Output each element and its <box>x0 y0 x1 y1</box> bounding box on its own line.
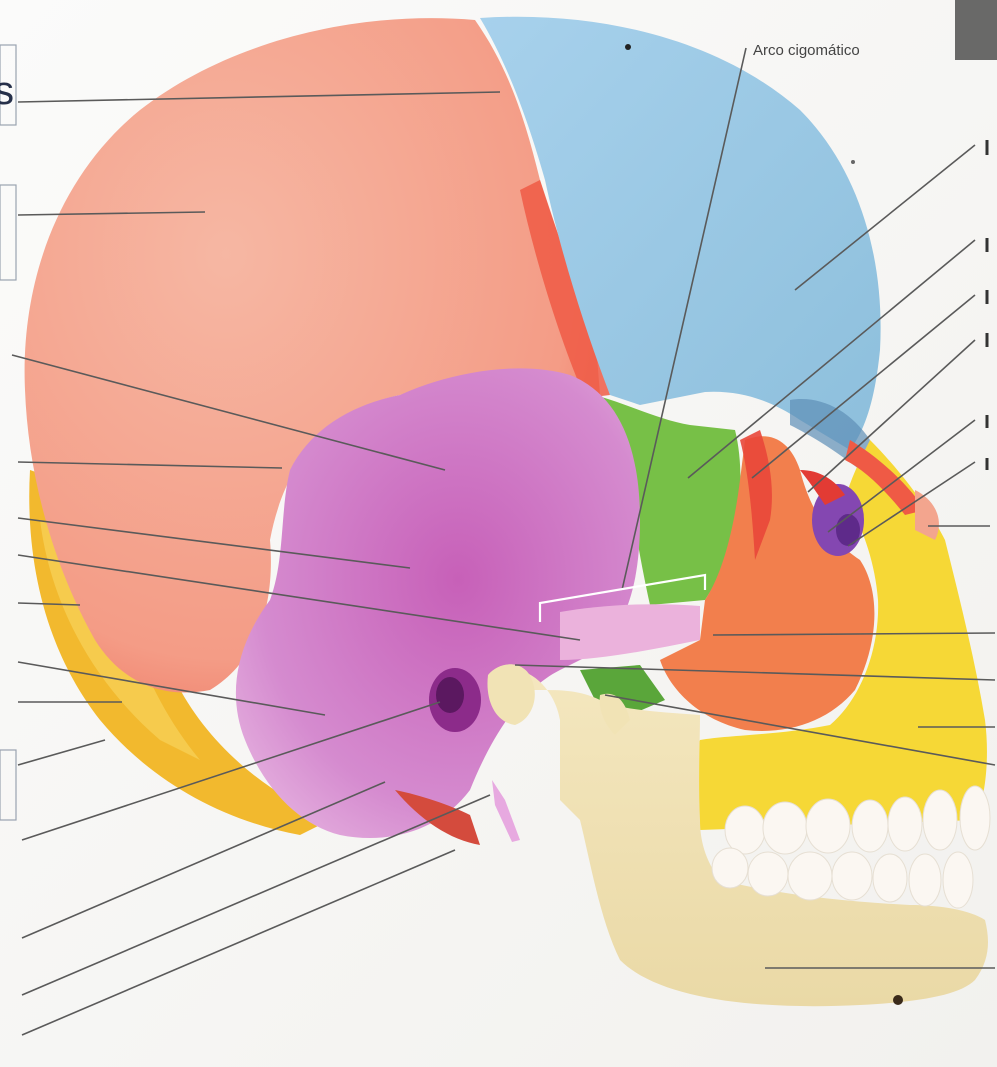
external-auditory-meatus-inner <box>436 677 464 713</box>
label-zygomatic-arch: Arco cigomático <box>753 42 860 59</box>
mental-foramen <box>893 995 903 1005</box>
ink-dot <box>625 44 631 50</box>
corner-letter: s <box>0 69 14 113</box>
paper-shadow-edge <box>955 0 997 60</box>
ink-dot <box>851 160 855 164</box>
